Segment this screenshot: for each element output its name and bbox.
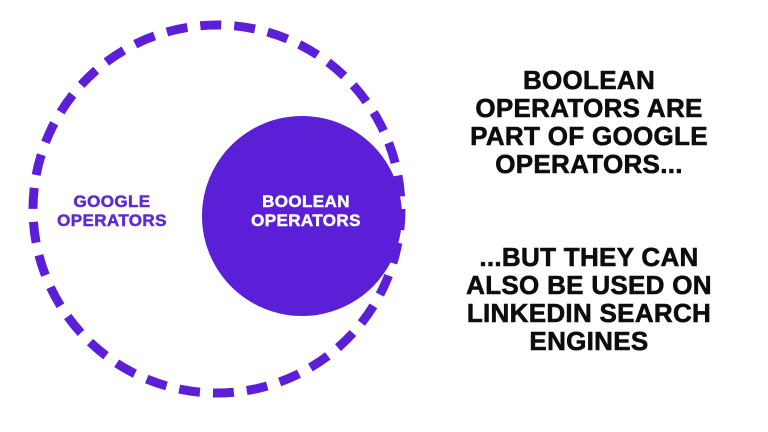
boolean-operators-label: BOOLEAN OPERATORS <box>251 192 361 231</box>
annotation-bottom-text: ...BUT THEY CAN ALSO BE USED ON LINKEDIN… <box>466 242 712 356</box>
boolean-operators-circle <box>202 116 402 316</box>
annotations-column: BOOLEAN OPERATORS ARE PART OF GOOGLE OPE… <box>438 0 740 432</box>
venn-svg <box>28 20 406 398</box>
google-operators-label: GOOGLE OPERATORS <box>57 192 167 231</box>
venn-diagram: GOOGLE OPERATORS BOOLEAN OPERATORS <box>28 20 406 398</box>
annotation-top-text: BOOLEAN OPERATORS ARE PART OF GOOGLE OPE… <box>470 65 708 179</box>
